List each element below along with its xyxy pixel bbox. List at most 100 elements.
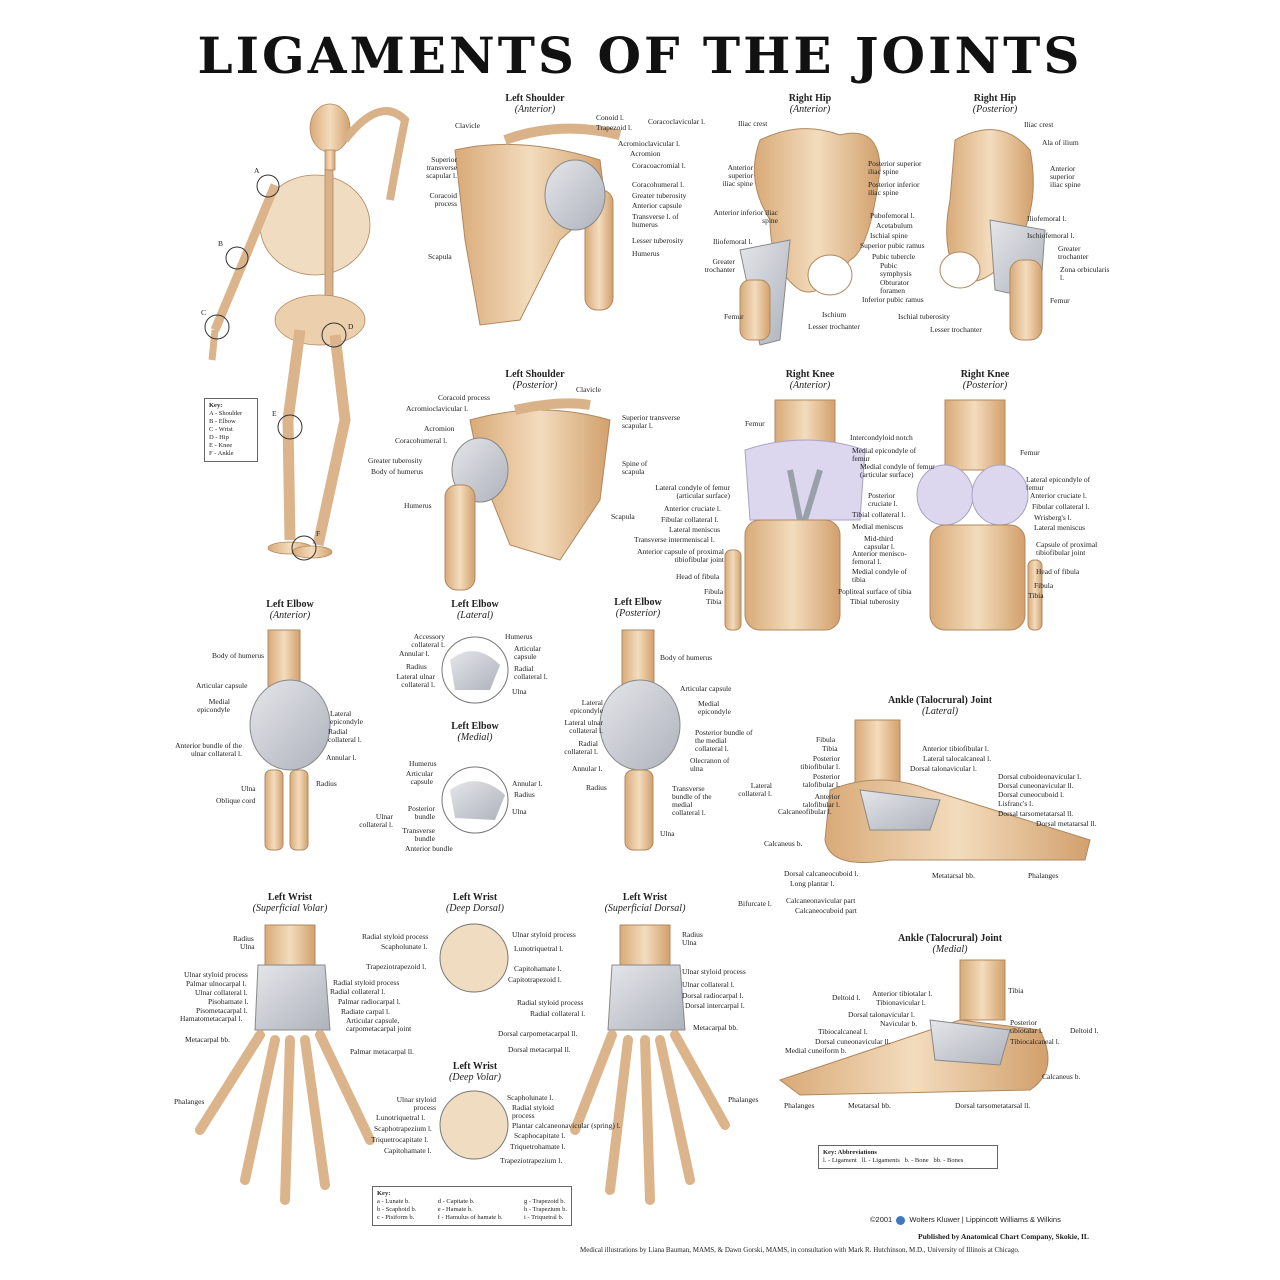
label: Iliac crest (738, 119, 768, 128)
label: Body of humerus (660, 653, 713, 662)
label: Fibular collateral l. (1032, 502, 1090, 511)
label: Lateral epicondyle of femur (1026, 475, 1091, 492)
label: Greater trochanter (704, 257, 735, 274)
label: Phalanges (728, 1095, 759, 1104)
marker-b: B (218, 239, 224, 248)
label: Hamatometacarpal l. (180, 1014, 243, 1023)
label: Ulnar collateral l. (359, 812, 393, 829)
panel-title-ankle-medial: Ankle (Talocrural) Joint(Medial) (897, 933, 1003, 955)
label: Palmar radiocarpal l. (338, 997, 401, 1006)
skeleton-figure (208, 103, 410, 559)
label: Transverse intermeniscal l. (634, 535, 715, 544)
label: Radial collateral l. (514, 664, 548, 681)
label: Radius (233, 934, 254, 943)
label: Ulnar collateral l. (682, 980, 735, 989)
label: Capitohamate l. (514, 964, 562, 973)
elbow-anterior-art (249, 629, 331, 851)
label: Accessory collateral l. (411, 632, 445, 649)
label: Radius (316, 779, 337, 788)
label: Plantar calcaneonavicular (spring) l. (512, 1121, 621, 1130)
label: Anterior superior iliac spine (722, 163, 753, 188)
panel-title-shoulder-anterior: Left Shoulder(Anterior) (505, 93, 565, 115)
wrist-dorsal-art (570, 924, 730, 1205)
elbow-posterior-art (599, 629, 681, 851)
label: Humerus (632, 249, 660, 258)
label: Fibula (816, 735, 836, 744)
label: Dorsal tarsometatarsal ll. (955, 1101, 1031, 1110)
label: Pubic tubercle (872, 252, 916, 261)
label: Acromioclavicular l. (406, 404, 469, 413)
label: Coracoacromial l. (632, 161, 686, 170)
label: Ischial spine (870, 231, 908, 240)
knee-anterior-art (724, 399, 866, 631)
label: Medial cuneiform b. (785, 1046, 847, 1055)
label: Humerus (404, 501, 432, 510)
label: Ulna (512, 687, 527, 696)
label: Coracoid process (429, 191, 458, 208)
label: Transverse l. of humerus (632, 212, 679, 229)
marker-c: C (201, 308, 207, 317)
label: Body of humerus (371, 467, 424, 476)
label: Ischiofemoral l. (1027, 231, 1075, 240)
marker-f: F (316, 529, 321, 538)
label: Triquetrohamate l. (510, 1142, 566, 1151)
label: Coracoid process (438, 393, 490, 402)
label: Femur (724, 312, 744, 321)
label: Greater tuberosity (368, 456, 423, 465)
label: Anterior talofibular l. (802, 792, 840, 809)
label: Acetabulum (876, 221, 913, 230)
label: Ulna (660, 829, 675, 838)
panel-title-knee-anterior: Right Knee(Anterior) (785, 369, 835, 391)
label: Medial epicondyle of femur (852, 446, 917, 463)
label: Dorsal talonavicular l. (910, 764, 977, 773)
label: Superior pubic ramus (860, 241, 925, 250)
label: Dorsal radiocarpal l. (682, 991, 744, 1000)
wrist-deep-volar-art (439, 1090, 509, 1160)
label: Radial collateral l. (530, 1009, 586, 1018)
label: Dorsal metacarpal ll. (508, 1045, 571, 1054)
label: Anterior capsule (632, 201, 682, 210)
panel-title-elbow-posterior: Left Elbow(Posterior) (614, 597, 662, 619)
label: Femur (745, 419, 765, 428)
panel-title-elbow-lateral: Left Elbow(Lateral) (451, 599, 499, 621)
label: Phalanges (784, 1101, 815, 1110)
label: Anterior tibiofibular l. (922, 744, 989, 753)
label: Iliac crest (1024, 120, 1054, 129)
label: Clavicle (576, 385, 601, 394)
label: Capitotrapezoid l. (508, 975, 562, 984)
label: Head of fibula (676, 572, 720, 581)
label: Anterior bundle of the ulnar collateral … (175, 741, 242, 758)
label: Coracoclavicular l. (648, 117, 706, 126)
label: Tibia (706, 597, 722, 606)
label: Transverse bundle of the medial collater… (672, 784, 712, 817)
label: Medial epicondyle (197, 697, 230, 714)
label: Ulna (241, 784, 256, 793)
label: Anterior capsule of proximal tibiofibula… (637, 547, 724, 564)
label: Tibia (1028, 591, 1044, 600)
label: Triquetrocapitate l. (371, 1135, 429, 1144)
label: Tibionavicular l. (876, 998, 926, 1007)
label: Tibiocalcaneal l. (1010, 1037, 1060, 1046)
label: Scapholunate l. (381, 942, 428, 951)
label: Pisohamate l. (208, 997, 249, 1006)
label: Anterior inferior iliac spine (713, 208, 778, 225)
label: Zona orbicularis l. (1060, 265, 1110, 282)
label: Greater trochanter (1058, 244, 1089, 261)
label: Radius (586, 783, 607, 792)
label: Femur (1020, 448, 1040, 457)
label: Ulna (682, 938, 697, 947)
panel-title-hip-posterior: Right Hip(Posterior) (972, 93, 1018, 115)
label: Radial styloid process (333, 978, 400, 987)
label: Annular l. (572, 764, 603, 773)
shoulder-anterior-art (454, 123, 622, 326)
label: Posterior talofibular l. (802, 772, 840, 789)
marker-e: E (272, 409, 277, 418)
label: Anterior bundle (405, 844, 453, 853)
label: Phalanges (1028, 871, 1059, 880)
label: Lesser trochanter (808, 322, 860, 331)
label: Trapezoid l. (596, 123, 632, 132)
label: Ischium (822, 310, 847, 319)
label: Dorsal metatarsal ll. (1036, 819, 1097, 828)
marker-a: A (254, 166, 260, 175)
label: Calcaneocuboid part (795, 906, 857, 915)
